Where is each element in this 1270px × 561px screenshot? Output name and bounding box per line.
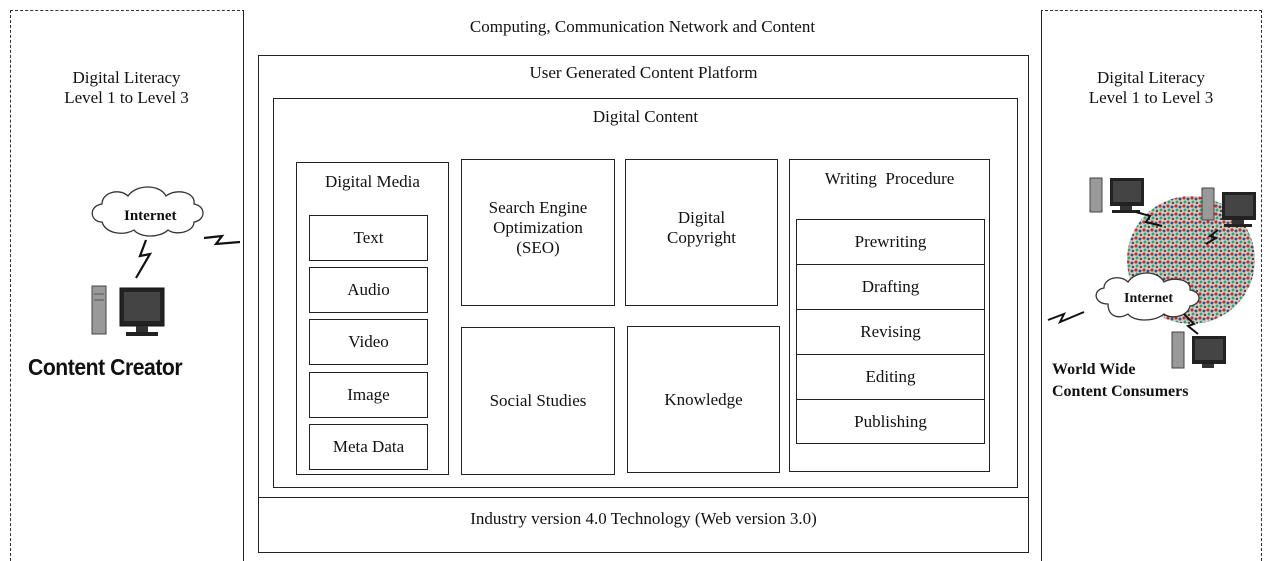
computer-tower-icon <box>91 285 107 335</box>
lightning-icon <box>1205 229 1219 245</box>
left-literacy-line-1: Digital Literacy <box>72 68 181 87</box>
consumer-line-1: World Wide <box>1052 361 1136 378</box>
lightning-icon <box>1183 313 1199 335</box>
ugc-platform-title: User Generated Content Platform <box>529 63 758 82</box>
writing-procedure-title: Writing Procedure <box>824 169 955 188</box>
left-literacy-line-2: Level 1 to Level 3 <box>64 88 189 107</box>
lightning-icon <box>1135 211 1163 227</box>
lightning-icon <box>1047 311 1085 324</box>
seo-line-2: Optimization <box>493 218 583 237</box>
computer-tower-icon <box>1171 331 1185 369</box>
writing-step-publishing: Publishing <box>796 399 985 444</box>
lightning-down-icon <box>135 239 153 279</box>
copyright-line-2: Copyright <box>667 228 736 247</box>
right-dashed-border <box>1261 10 1262 561</box>
media-item-audio: Audio <box>309 267 428 313</box>
seo-line-1: Search Engine <box>488 198 588 217</box>
seo-line-3: (SEO) <box>516 238 560 257</box>
lightning-icon <box>203 234 241 246</box>
computer-tower-icon <box>1201 187 1215 221</box>
computing-network-title: Computing, Communication Network and Con… <box>469 17 816 36</box>
content-creator-label: Content Creator <box>28 354 183 380</box>
digital-media-title: Digital Media <box>325 172 420 191</box>
media-item-image: Image <box>309 372 428 418</box>
left-network-graphic: Internet <box>91 186 241 336</box>
cloud-icon <box>91 186 204 237</box>
seo-box: Search Engine Optimization (SEO) <box>461 159 615 306</box>
right-literacy-line-2: Level 1 to Level 3 <box>1088 88 1214 107</box>
world-wide-consumers-label: World Wide Content Consumers <box>1052 359 1188 403</box>
digital-copyright-box: Digital Copyright <box>625 159 778 306</box>
cloud-icon <box>1095 272 1200 321</box>
consumer-line-2: Content Consumers <box>1052 383 1189 400</box>
top-dashed-border-left <box>10 10 245 11</box>
knowledge-box: Knowledge <box>627 326 780 473</box>
writing-step-prewriting: Prewriting <box>796 219 985 265</box>
copyright-line-1: Digital <box>677 208 726 227</box>
writing-step-revising: Revising <box>796 309 985 355</box>
left-literacy-label: Digital Literacy Level 1 to Level 3 <box>10 68 243 108</box>
footer-divider <box>258 497 1029 498</box>
digital-content-title: Digital Content <box>592 107 699 126</box>
right-literacy-line-1: Digital Literacy <box>1096 68 1206 87</box>
digital-media-box <box>296 162 449 475</box>
left-cloud-label: Internet <box>124 208 177 224</box>
right-network-graphic: Internet <box>1047 177 1256 369</box>
right-cloud-label: Internet <box>1124 291 1173 306</box>
top-dashed-border-right <box>1040 10 1262 11</box>
writing-step-drafting: Drafting <box>796 264 985 310</box>
computer-tower-icon <box>1089 177 1103 213</box>
media-item-text: Text <box>309 215 428 261</box>
media-item-video: Video <box>309 319 428 365</box>
media-item-meta-data: Meta Data <box>309 424 428 470</box>
writing-step-editing: Editing <box>796 354 985 400</box>
social-studies-box: Social Studies <box>461 327 615 475</box>
left-dashed-border <box>10 10 11 561</box>
industry-technology-label: Industry version 4.0 Technology (Web ver… <box>470 509 817 528</box>
right-literacy-label: Digital Literacy Level 1 to Level 3 <box>1041 68 1261 108</box>
